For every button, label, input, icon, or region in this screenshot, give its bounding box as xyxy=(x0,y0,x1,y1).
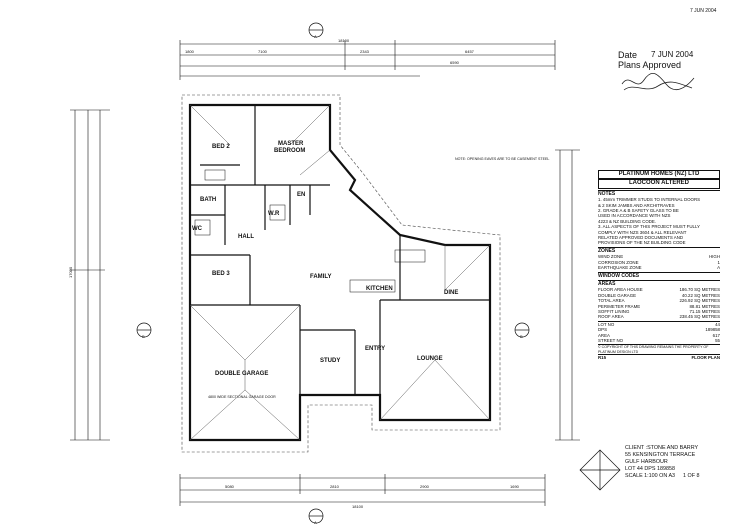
area-key: ROOF AREA xyxy=(598,314,624,320)
room-label-dine: DINE xyxy=(444,290,458,296)
zone-value: 1 xyxy=(717,259,720,265)
stamp-date-label: Date xyxy=(618,50,638,60)
client-name: CLIENT :STONE AND BARRY xyxy=(625,445,699,451)
dim-bottom-b: 2810 xyxy=(330,484,340,489)
title-note-3: 2. GRADE A & B SAFETY GLASS TO BE xyxy=(598,208,679,214)
room-label-bed3: BED 3 xyxy=(212,271,230,277)
top-date: 7 JUN 2004 xyxy=(690,8,717,14)
room-label-entry: ENTRY xyxy=(365,346,385,352)
title-sheet-name: FLOOR PLAN xyxy=(691,355,720,361)
room-label-en: EN xyxy=(297,192,305,198)
title-block: PLATINUM HOMES (NZ) LTD LAOCOON ALTERED … xyxy=(598,170,720,361)
zone-value: HIGH xyxy=(709,254,720,260)
dim-bottom-c: 2900 xyxy=(420,484,430,489)
room-label-wc: WC xyxy=(192,226,203,232)
client-address-1: 55 KENSINGTON TERRACE xyxy=(625,452,696,458)
dim-top-e: 6590 xyxy=(450,60,460,65)
lot-key: STREET NO xyxy=(598,337,624,343)
stamp-approved: Plans Approved xyxy=(618,60,682,70)
room-label-master: MASTER xyxy=(278,141,304,147)
lot-value: 44 xyxy=(715,321,720,327)
area-key: PERIMETER FRAME xyxy=(598,303,641,309)
area-key: SOFFIT LINING xyxy=(598,308,630,314)
room-label-study: STUDY xyxy=(320,358,340,364)
room-label-master-2: BEDROOM xyxy=(274,148,305,154)
area-value: 186.70 SQ METRES xyxy=(679,287,720,293)
area-value: 238.45 SQ METRES xyxy=(679,314,720,320)
title-note-9: PROVISIONS OF THE NZ BUILDING CODE xyxy=(598,240,686,246)
lot-key: DPS xyxy=(598,327,608,333)
title-sheet: 1 OF 8 xyxy=(683,473,700,479)
title-copyright: © COPYRIGHT OF THIS DRAWING REMAINS THE … xyxy=(598,344,720,354)
dim-bottom-d: 1690 xyxy=(510,484,520,489)
area-key: FLOOR AREA HOUSE xyxy=(598,287,643,293)
stamp-date-value: 7 JUN 2004 xyxy=(651,50,694,59)
title-design: LAOCOON ALTERED xyxy=(598,179,720,189)
lot-key: LOT NO xyxy=(598,321,615,327)
title-note-4: USED IN ACCORDANCE WITH NZS xyxy=(598,213,671,219)
room-label-wir: W.R xyxy=(268,211,280,217)
area-key: DOUBLE GARAGE xyxy=(598,292,637,298)
title-note-5: 4223 & NZ BUILDING CODE. xyxy=(598,218,657,224)
zone-key: WIND ZONE xyxy=(598,254,624,260)
lot-value: 617 xyxy=(712,332,720,338)
title-note-8: RELATED APPROVED DOCUMENTS AND xyxy=(598,235,684,241)
section-marker-a-bottom: A xyxy=(314,520,317,525)
title-note-2: & 2 SKIM JAMBS AND ARCHITRAVES xyxy=(598,202,675,208)
dim-top-d: 6457 xyxy=(465,49,475,54)
title-notes-label: NOTES xyxy=(598,189,720,197)
note-garage-door: 4800 WIDE SECTIONAL GARAGE DOOR xyxy=(208,395,276,399)
lot-value: 189858 xyxy=(705,327,720,333)
area-value: 71.15 METRES xyxy=(689,308,720,314)
zone-value: A xyxy=(717,265,720,271)
room-label-garage: DOUBLE GARAGE xyxy=(215,371,268,377)
area-value: 88.81 METRES xyxy=(689,303,720,309)
area-value: 40.22 SQ METRES xyxy=(681,292,720,298)
title-note-6: 3. ALL ASPECTS OF THIS PROJECT MUST FULL… xyxy=(598,224,700,230)
room-label-hall: HALL xyxy=(238,234,254,240)
dim-bottom-a: 5080 xyxy=(225,484,235,489)
area-value: 226.92 SQ METRES xyxy=(679,298,720,304)
area-key: TOTAL AREA xyxy=(598,298,625,304)
title-window-label: WINDOW CODES xyxy=(598,271,720,279)
room-label-family: FAMILY xyxy=(310,274,331,280)
client-address-2: GULF HARBOUR xyxy=(625,459,668,465)
title-note-7: COMPLY WITH NZS 3604 & ALL RELEVANT xyxy=(598,229,687,235)
zone-key: CORROSION ZONE xyxy=(598,259,639,265)
title-note-1: 1. 45mm TRIMMER STUDS TO INTERNAL DOORS xyxy=(598,197,701,203)
lot-value: 55 xyxy=(715,337,720,343)
client-block: CLIENT :STONE AND BARRY 55 KENSINGTON TE… xyxy=(625,445,700,480)
title-areas-label: AREAS xyxy=(598,279,720,287)
title-rev: R15 xyxy=(598,355,607,361)
zone-key: EARTHQUAKE ZONE xyxy=(598,265,642,271)
title-company: PLATINUM HOMES (NZ) LTD xyxy=(598,170,720,180)
section-marker-b-left: B xyxy=(142,334,145,339)
room-label-kitchen: KITCHEN xyxy=(366,286,393,292)
room-label-bed2: BED 2 xyxy=(212,144,230,150)
title-zones-label: ZONES xyxy=(598,246,720,254)
approval-stamp: Date 7 JUN 2004 Plans Approved xyxy=(618,50,698,96)
dim-top-c: 2343 xyxy=(360,49,370,54)
section-marker-b-right: B xyxy=(520,334,523,339)
title-scale: SCALE 1:100 ON A3 xyxy=(625,473,676,479)
section-marker-a-top: A xyxy=(314,34,317,39)
dim-top-a: 1800 xyxy=(185,49,195,54)
dim-top-total: 18100 xyxy=(338,38,350,43)
dim-left-total: 17000 xyxy=(68,266,73,278)
dim-bottom-total: 18100 xyxy=(352,504,364,509)
room-label-bath: BATH xyxy=(200,197,216,203)
note-main: NOTE: OPENING EAVES ARE TO BE CASEMENT S… xyxy=(455,157,549,161)
lot-key: AREA xyxy=(598,332,610,338)
room-label-lounge: LOUNGE xyxy=(417,356,443,362)
stamp-signature xyxy=(621,72,695,91)
client-lot: LOT 44 DPS 189858 xyxy=(625,466,675,472)
dim-top-b: 7100 xyxy=(258,49,268,54)
